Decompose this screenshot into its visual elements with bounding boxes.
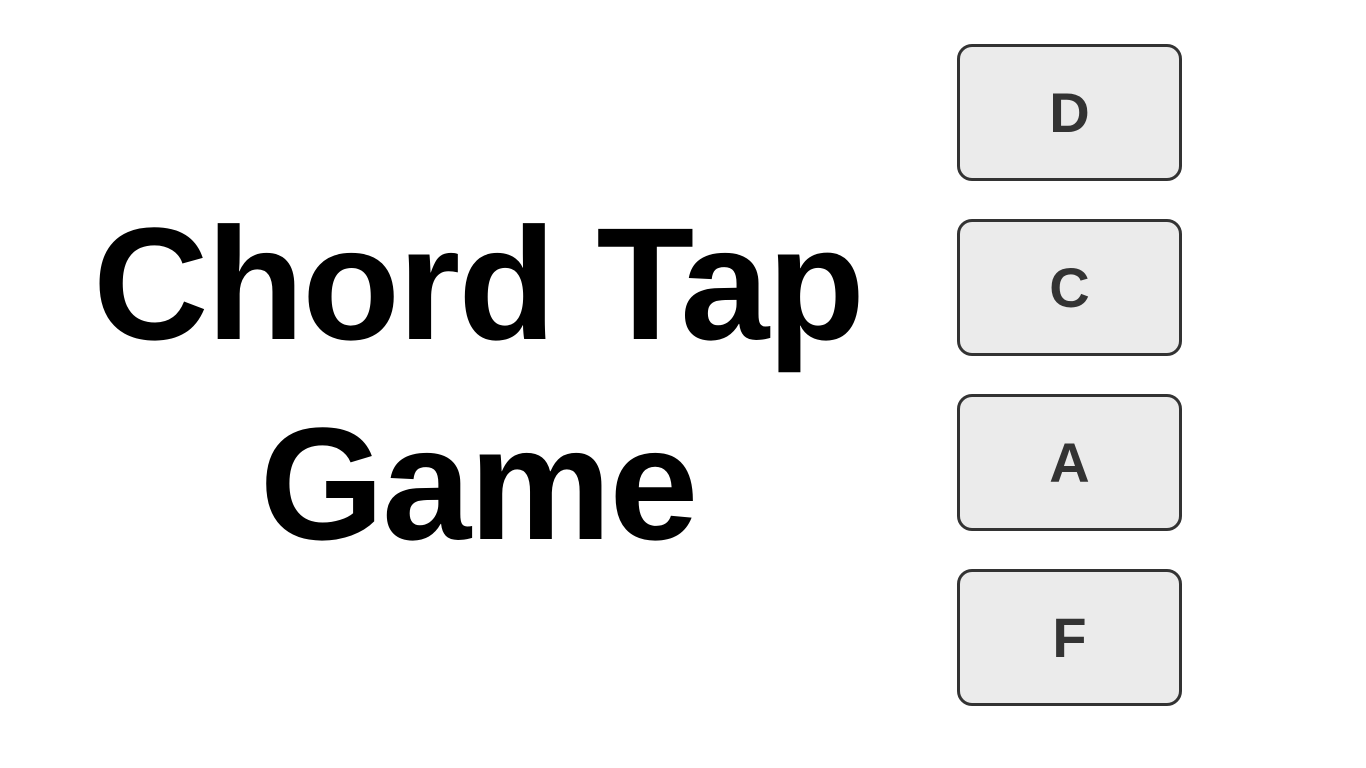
chord-button-c[interactable]: C <box>957 219 1182 356</box>
chord-button-d[interactable]: D <box>957 44 1182 181</box>
chord-button-column: D C A F <box>957 44 1182 706</box>
title-area: Chord Tap Game <box>92 194 865 573</box>
chord-button-f[interactable]: F <box>957 569 1182 706</box>
chord-button-a[interactable]: A <box>957 394 1182 531</box>
page-title: Chord Tap Game <box>92 194 865 573</box>
